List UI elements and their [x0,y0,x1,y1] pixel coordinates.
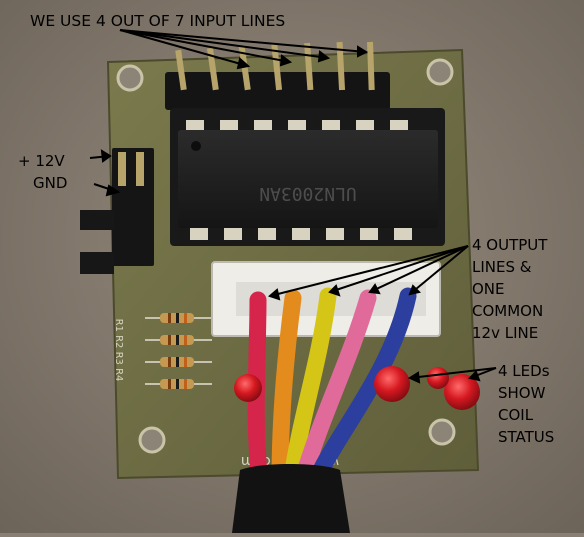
leds-label-line-1: 4 LEDs [498,362,550,380]
jumper-block-top [80,210,114,230]
output-lines-label-line-2: LINES & [472,258,532,276]
ic-pin1-dot [191,141,201,151]
power-arrows [89,149,121,197]
input-line-arrows [119,29,369,70]
wire-yellow [283,287,337,487]
led-arrows [407,367,497,384]
wire-bundle [247,287,417,509]
output-lines-label-line-4: COMMON [472,302,544,320]
output-lines-label: 4 OUTPUT LINES & ONE COMMON 12v LINE [472,234,547,344]
leds-label: 4 LEDs SHOW COIL STATUS [498,360,554,448]
leds-label-line-3: COIL [498,406,534,424]
led-2 [374,366,410,402]
input-header-pins [175,41,375,91]
resistor-silkscreen: R1 R2 R3 R4 [113,319,124,382]
mounting-hole-top-right [426,58,454,86]
led-3 [444,374,480,410]
mounting-hole-bottom-right [428,418,456,446]
output-lines-label-line-1: 4 OUTPUT [472,236,548,254]
leds-label-line-4: STATUS [498,428,555,446]
gnd-label: GND [33,174,68,192]
input-header [165,41,390,110]
input-header-body [165,72,390,110]
wire-pink [295,289,377,485]
led-1 [234,374,262,402]
power-header [80,148,154,274]
uln2003-ic-chip [178,130,438,228]
ic-marking-group: ULN2003AN [259,183,357,204]
output-lines-label-line-3: ONE [472,280,505,298]
input-lines-label: WE USE 4 OUT OF 7 INPUT LINES [30,12,286,30]
cable-sheath [232,464,350,533]
wire-orange [271,289,302,489]
mounting-hole-top-left [116,64,144,92]
ic-marking-text: ULN2003AN [259,183,357,204]
ic-pins-bottom [190,228,412,240]
svg-text:R1 R2 R3 R4: R1 R2 R3 R4 [113,319,124,382]
mounting-hole-bottom-left [138,426,166,454]
resistor-array [145,313,212,389]
jumper-block-bottom [80,252,114,274]
wire-blue [309,287,417,485]
output-lines-label-line-5: 12v LINE [472,324,539,342]
output-line-arrows [268,245,469,301]
plus-12v-label: + 12V [18,152,65,170]
led-array [234,366,480,410]
led-4 [427,367,449,389]
ic-pins-top [186,120,408,130]
leds-label-line-2: SHOW [498,384,546,402]
